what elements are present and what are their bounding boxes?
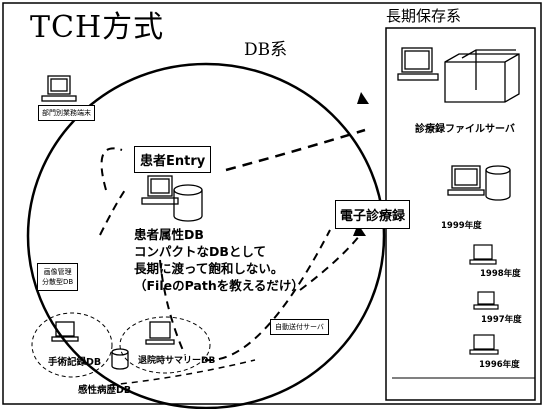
surgery-db-label: 手術記録DB [48,357,102,368]
arrowhead-mid [353,224,366,236]
small-circle-left [31,312,113,378]
pc-icon-1997 [473,291,499,310]
db-system-circle [26,62,386,409]
left-pc-label: 部門別業務端末 [38,105,95,121]
server-icon-1999 [447,165,511,201]
outer-frame [2,2,542,405]
pc-icon-entry [141,175,179,205]
ehr-box: 電子診療録 [335,200,411,229]
discharge-summary-label: 退院時サマリーDB [138,356,216,366]
pc-icon-left [41,75,77,102]
patient-db-line-3: 長期に渡って飽和しない。 [134,261,284,276]
longterm-label: 長期保存系 [386,7,462,25]
year-1999: 1999年度 [441,221,482,231]
infection-db-label: 感性病歴DB [78,385,132,396]
db-system-label: DB系 [244,40,288,60]
dashed-arc-top [225,128,366,172]
year-1996: 1996年度 [479,360,520,370]
auto-transfer-label: 自動送付サーバ [270,319,329,335]
patient-db-line-4: （FileのPathを教えるだけ） [134,278,304,293]
server-icon-top [397,47,520,103]
patient-db-line-2: コンパクトなDBとして [134,244,267,259]
arrowhead-top [357,92,369,104]
left-box-line-2: 分散型DB [42,278,74,286]
dashed-arc-right2 [299,234,361,291]
patient-entry-box: 患者Entry [134,146,212,173]
diagram-title: TCH方式 [30,10,165,45]
year-1998: 1998年度 [480,269,521,279]
left-box-label: 画像管理 分散型DB [37,263,79,291]
pc-icon-bottom-left [51,321,79,342]
dashed-arc-down [159,259,186,356]
dashed-arc-left [100,147,123,191]
cylinder-icon-entry [173,184,203,222]
records-server-label: 診療録ファイルサーバ [415,124,515,135]
patient-db-line-1: 患者属性DB [134,227,204,242]
pc-icon-1996 [469,334,499,355]
pc-icon-bottom-mid [111,321,175,370]
left-box-line-1: 画像管理 [43,268,72,276]
year-1997: 1997年度 [481,315,522,325]
pc-icon-1998 [469,244,497,265]
dashed-bottom-line [109,359,256,386]
dashed-arc-left2 [99,189,126,236]
small-circle-right [119,316,211,374]
